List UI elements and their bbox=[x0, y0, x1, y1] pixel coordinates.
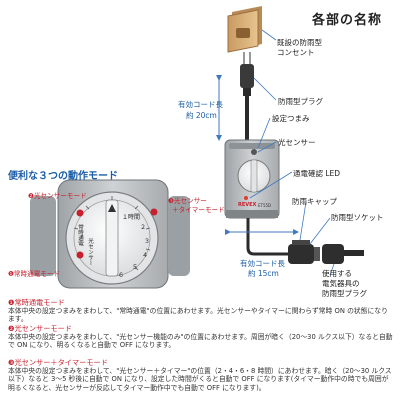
label-device-plug-3: 防雨型プラグ bbox=[322, 289, 367, 298]
dial-closeup bbox=[57, 179, 169, 289]
dial-scale-4: ４ bbox=[142, 252, 149, 259]
dial-mode3-label-1: ❸光センサー bbox=[168, 197, 207, 205]
label-cord-top-2: 約 20cm bbox=[186, 111, 217, 120]
label-led: 通電確認 LED bbox=[293, 169, 341, 178]
dial-scale-3: ３ bbox=[144, 238, 151, 245]
leader-lines bbox=[249, 29, 335, 276]
page-title: 各部の名称 bbox=[312, 13, 383, 28]
socket-plug-illustration bbox=[288, 240, 364, 264]
label-outlet-2: コンセント bbox=[277, 48, 315, 57]
label-cord-top-1: 有効コード長 bbox=[178, 100, 223, 109]
label-cord-bottom-1: 有効コード長 bbox=[240, 259, 285, 268]
dial-mode3-label-2: ＋タイマーモード bbox=[172, 206, 225, 214]
dial-mode1-label: ❶常時通電モード bbox=[8, 270, 61, 278]
dial-scale-1h: １時間 bbox=[122, 214, 141, 221]
dial-closeup-shadow bbox=[30, 196, 190, 276]
mode-descriptions: ❶常時通電モード 本体中央の設定つまみをまわして、"常時通電"の位置にあわせます… bbox=[0, 296, 400, 400]
device-model: ET55D bbox=[258, 203, 272, 208]
bottom-cord bbox=[246, 218, 290, 256]
label-cap: 防雨キャップ bbox=[292, 197, 337, 206]
top-plug-illustration bbox=[240, 52, 254, 140]
label-socket: 防雨型ソケット bbox=[331, 213, 384, 222]
label-plug: 防雨型プラグ bbox=[278, 97, 323, 106]
label-device-plug-1: 使用する bbox=[322, 269, 352, 278]
label-outlet-1: 既設の防雨型 bbox=[277, 38, 322, 47]
mode3-body: 本体中央の設定つまみをまわして、"光センサー＋タイマー"の位置（2・4・6・8 … bbox=[8, 367, 392, 392]
dial-side-sensor: 光センサー bbox=[87, 238, 93, 266]
dial-scale-6: ６ bbox=[118, 272, 125, 279]
dial-scale-5: ５ bbox=[132, 264, 139, 271]
label-device-plug-2: 電気器具の bbox=[322, 279, 360, 288]
dial-side-always: 常時通電 bbox=[77, 224, 83, 246]
label-knob: 設定つまみ bbox=[272, 114, 310, 123]
label-sensor: 光センサー bbox=[278, 138, 316, 147]
dial-scale-2: ２ bbox=[140, 224, 147, 231]
mode1-heading: ❶常時通電モード bbox=[8, 298, 65, 307]
modes-title: 便利な３つの動作モード bbox=[8, 171, 118, 182]
label-cord-bottom-2: 約 15cm bbox=[248, 269, 279, 278]
dial-mode2-label: ❷光センサーモード bbox=[28, 192, 87, 200]
device-brand: REVEX bbox=[238, 202, 257, 208]
mode2-heading: ❷光センサーモード bbox=[8, 324, 72, 333]
mode3-heading: ❸光センサー＋タイマーモード bbox=[8, 358, 108, 367]
mode2-body: 本体中央の設定つまみをまわして、"光センサー機能のみ"の位置にあわせます。周囲が… bbox=[8, 333, 393, 350]
mode1-body: 本体中央の設定つまみをまわして、"常時通電"の位置にあわせます。光センサーやタイ… bbox=[8, 307, 388, 324]
device-body bbox=[224, 139, 280, 219]
outlet-illustration bbox=[227, 6, 262, 53]
